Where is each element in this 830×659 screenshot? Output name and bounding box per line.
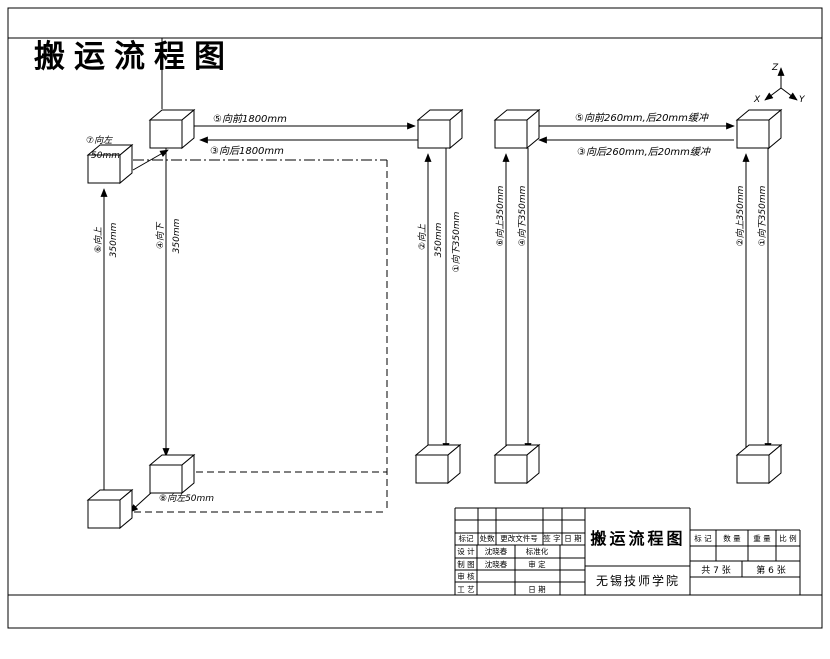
tb-row-approve-label: 审 定 [528,559,546,569]
dim-backward: ③向后260mm,后20mm缓冲 [577,146,711,158]
tb-row-design-label: 设 计 [457,546,475,556]
dim-up-left-value: 350mm [109,222,119,257]
workpiece-cubes [87,109,782,529]
dim-up-left-label: ⑥向上 [93,226,104,253]
x-axis-label: X [753,95,761,105]
tb-row-date-label: 日 期 [528,585,545,594]
dim-shift-left-value: 50mm [91,151,120,161]
tb-sheet-total: 共 7 张 [701,565,730,576]
dim-forward: ⑤向前1800mm [213,113,287,125]
tb-header-count: 处数 [480,533,495,543]
dim-shift-left-bottom: ⑧向左50mm [159,493,214,504]
dim-up-right-label: ②向上 [417,223,428,250]
dim-backward: ③向后1800mm [210,145,284,157]
cube-right-bottom-left [494,444,540,484]
tb-sheet-number: 第 6 张 [756,564,785,576]
cube-left-bottom-right [415,444,461,484]
dim-shift-left-label: ⑦向左 [86,135,113,146]
tb-drawing-title: 搬运流程图 [590,529,685,548]
dim-up-left-label: ⑥向上350mm [495,185,506,246]
axes-indicator: Z X Y [753,63,806,105]
z-axis-label: Z [771,63,779,73]
tb-row-check-label: 审 核 [457,571,475,581]
sheet-frame [7,7,823,629]
cube-left-bottom-mid [149,454,195,494]
tb-row-standard-label: 标准化 [526,546,549,556]
tb-organization: 无锡技师学院 [596,573,680,588]
frame-border [7,7,823,629]
dim-down-left-label: ④向下350mm [517,185,528,246]
cube-right-bottom-right [736,444,782,484]
left-structure-labels: ⑤向前1800mm ③向后1800mm ⑦向左 50mm ⑥向上 350mm ④… [86,113,462,504]
tb-spec-scale: 比 例 [779,533,796,543]
y-axis-label: Y [799,95,806,105]
title-block-text: 标记 处数 更改文件号 签 字 日 期 设 计 沈晓春 标准化 制 图 沈晓春 … [457,529,796,594]
dim-down-right-label: ①向下350mm [451,211,462,272]
page-title: 搬运流程图 [34,39,234,75]
cube-left-top-right [417,109,463,149]
dim-up-right-label: ②向上350mm [735,185,746,246]
tb-spec-quantity: 数 量 [723,533,741,543]
left-structure-hidden-edges [133,159,388,513]
tb-spec-mark: 标 记 [694,533,712,543]
flow-shift-left-bottom-arrow [129,491,153,513]
tb-row-design-name: 沈晓春 [485,546,508,556]
cube-right-top-left [494,109,540,149]
y-axis-arrow [780,87,798,101]
left-structure-flow-lines [100,122,450,513]
tb-header-docno: 更改文件号 [500,533,538,543]
dim-up-right-value: 350mm [434,222,444,257]
dim-down-left-value: 350mm [172,218,182,253]
tb-spec-weight: 重 量 [753,534,771,543]
dim-forward: ⑤向前260mm,后20mm缓冲 [575,112,709,124]
dim-down-right-label: ①向下350mm [757,185,768,246]
tb-header-mark: 标记 [459,533,474,543]
tb-row-draft-name: 沈晓春 [485,559,508,569]
tb-header-date: 日 期 [564,534,581,543]
flow-shift-left-top-arrow [132,149,169,171]
right-structure-flow-lines [502,122,772,452]
tb-header-signature: 签 字 [543,533,560,543]
right-structure-labels: ⑤向前260mm,后20mm缓冲 ③向后260mm,后20mm缓冲 ⑥向上350… [495,112,768,246]
title-block-grid [454,507,801,595]
x-axis-arrow [764,87,782,101]
cube-left-bottom-left [87,489,133,529]
cube-right-top-right [736,109,782,149]
tb-row-draft-label: 制 图 [457,559,474,569]
dim-down-left-label: ④向下 [155,221,166,249]
tb-row-process-label: 工 艺 [457,585,474,594]
cube-left-top-left [149,109,195,149]
